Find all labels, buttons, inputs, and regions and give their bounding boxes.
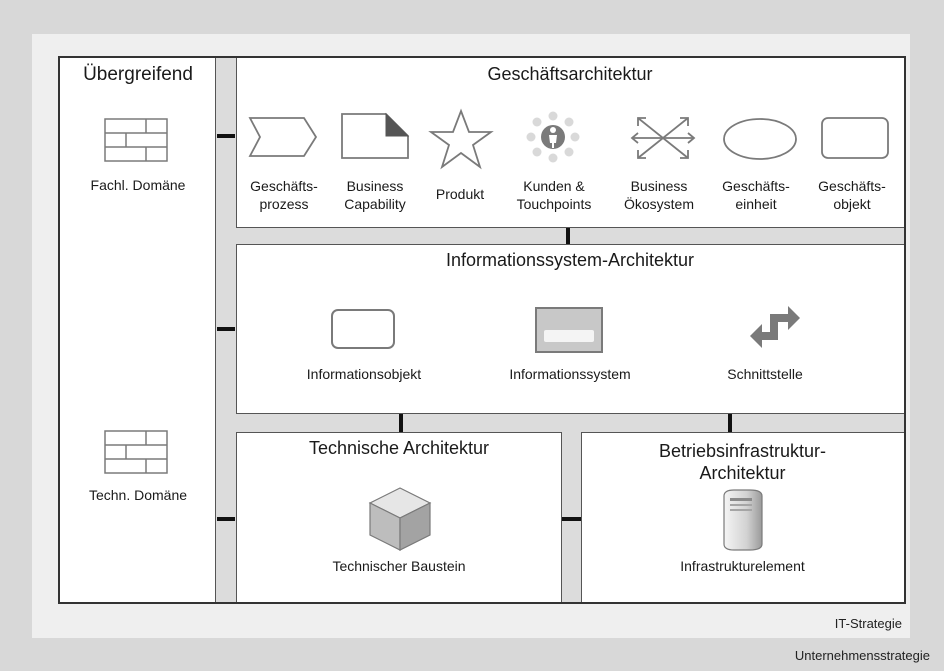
arrows-out-icon	[630, 117, 696, 159]
connector	[562, 517, 581, 521]
operations-infrastructure-title: Betriebsinfrastruktur-Architektur	[658, 441, 827, 483]
info-system-label: Informationssystem	[509, 366, 631, 382]
connector	[399, 414, 403, 432]
information-system-title: Informationssystem-Architektur	[445, 250, 695, 270]
star-icon	[428, 108, 494, 170]
technical-architecture-title: Technische Architektur	[308, 438, 490, 458]
technical-component-label: Technischer Baustein	[332, 558, 466, 574]
technical-domain-label: Techn. Domäne	[88, 487, 188, 503]
ellipse-icon	[723, 118, 797, 160]
rounded-rect-icon	[331, 309, 395, 349]
domain-grid-icon	[104, 430, 168, 474]
interface-label: Schnittstelle	[727, 366, 803, 382]
business-item-label: Produkt	[435, 186, 485, 202]
rounded-rect-icon	[821, 117, 889, 159]
connector	[217, 134, 235, 138]
cross-cutting-title: Übergreifend	[83, 64, 193, 85]
folded-page-icon	[341, 112, 410, 159]
connector	[566, 228, 570, 244]
business-item-label: Geschäfts-einheit	[722, 178, 790, 212]
business-item-label: Geschäfts-objekt	[818, 178, 886, 212]
server-icon	[723, 489, 763, 551]
info-object-label: Informationsobjekt	[306, 366, 422, 382]
business-item-label: Geschäfts-prozess	[250, 178, 318, 212]
connector	[217, 327, 235, 331]
customer-touchpoints-icon	[526, 111, 580, 163]
enterprise-strategy-label: Unternehmensstrategie	[794, 648, 930, 663]
connector	[217, 517, 235, 521]
business-architecture-title: Geschäftsarchitektur	[487, 64, 653, 84]
it-strategy-label: IT-Strategie	[834, 616, 902, 631]
system-box-icon	[535, 307, 603, 353]
business-item-label: Kunden &Touchpoints	[516, 178, 592, 212]
infrastructure-element-label: Infrastrukturelement	[680, 558, 805, 574]
chevron-process-icon	[248, 117, 318, 157]
connector	[728, 414, 732, 432]
domain-grid-icon	[104, 118, 168, 162]
cube-icon	[368, 487, 432, 551]
interface-arrow-icon	[750, 306, 800, 348]
business-domain-label: Fachl. Domäne	[90, 177, 186, 193]
